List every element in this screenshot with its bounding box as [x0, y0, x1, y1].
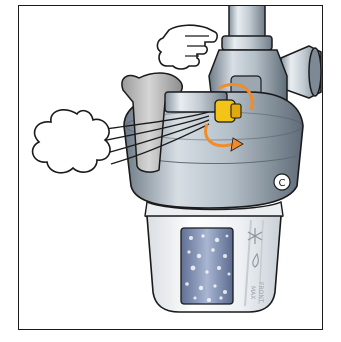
- filter-valve-illustration: C: [19, 6, 323, 330]
- inlet-pipe: [222, 6, 272, 50]
- brand-badge-icon: C: [274, 174, 290, 190]
- steam-puff-icon: [33, 110, 110, 173]
- diagram-frame: C: [18, 5, 323, 330]
- emboss-text-front: FRONT: [257, 282, 264, 303]
- filter-cartridge: [181, 228, 233, 304]
- brand-mark: C: [279, 178, 286, 189]
- emboss-text-max: MAX: [249, 286, 256, 299]
- hand-icon: [157, 25, 217, 69]
